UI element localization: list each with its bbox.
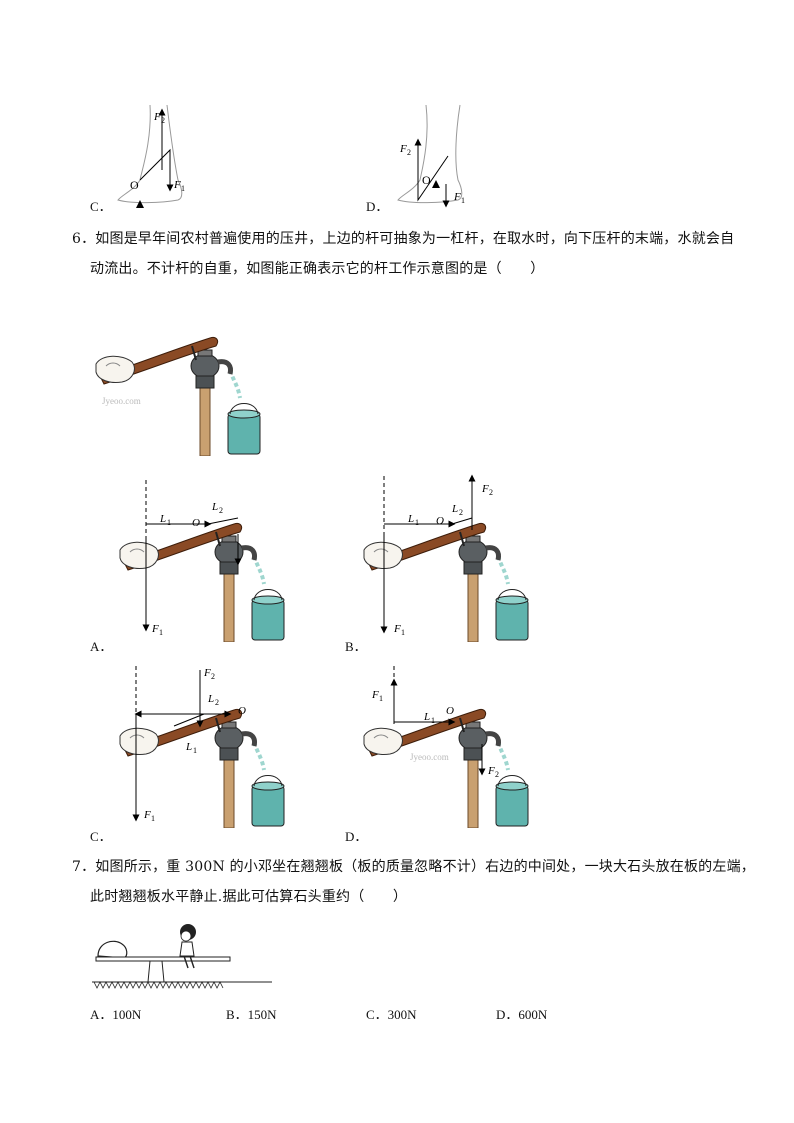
svg-text:L: L [211, 501, 218, 513]
q5-diagram-d: F 2 F 1 O [397, 104, 465, 208]
svg-text:F: F [173, 179, 181, 191]
svg-text:L: L [407, 513, 414, 525]
svg-text:2: 2 [211, 672, 215, 681]
svg-text:1: 1 [193, 746, 197, 755]
svg-text:2: 2 [407, 148, 411, 157]
svg-text:1: 1 [159, 628, 163, 637]
svg-text:1: 1 [151, 814, 155, 823]
svg-text:L: L [451, 503, 458, 515]
svg-text:Jyeoo.com: Jyeoo.com [102, 396, 141, 406]
q6-option-d[interactable]: D． [345, 829, 368, 844]
svg-text:1: 1 [379, 694, 383, 703]
q6-main-pump-image: Jyeoo.com [92, 324, 272, 458]
svg-text:F: F [371, 689, 379, 701]
seesaw-board [95, 956, 231, 962]
svg-text:F: F [151, 623, 159, 635]
svg-text:L: L [159, 513, 166, 525]
svg-text:F: F [487, 765, 495, 777]
fulcrum-triangle [432, 180, 440, 188]
svg-text:1: 1 [167, 518, 171, 527]
svg-text:F: F [203, 667, 211, 679]
svg-text:2: 2 [489, 488, 493, 497]
q7-option-d[interactable]: D．600N [496, 1007, 548, 1022]
svg-text:2: 2 [495, 770, 499, 779]
svg-text:2: 2 [161, 116, 165, 125]
svg-text:F: F [393, 623, 401, 635]
q6-stem-line1: 6．如图是早年间农村普遍使用的压井，上边的杆可抽象为一杠杆，在取水时，向下压杆的… [72, 231, 735, 247]
svg-text:F: F [481, 483, 489, 495]
q6-stem-line2: 动流出。不计杆的自重，如图能正确表示它的杆工作示意图的是（ ） [90, 261, 545, 277]
stone [97, 940, 128, 959]
q5-option-d[interactable]: D． [366, 199, 389, 214]
svg-text:O: O [238, 705, 246, 717]
q6-option-a[interactable]: A． [90, 639, 113, 654]
foot-outline [397, 104, 463, 204]
svg-text:F: F [153, 111, 161, 123]
q7-stem-line1: 7．如图所示，重 300N 的小邓坐在翘翘板（板的质量忽略不计）右边的中间处，一… [72, 859, 755, 875]
q7-seesaw-image [92, 924, 272, 989]
svg-text:F: F [399, 143, 407, 155]
svg-text:L: L [185, 741, 192, 753]
svg-text:1: 1 [431, 716, 435, 725]
foot-outline [117, 104, 183, 204]
svg-text:1: 1 [415, 518, 419, 527]
q6-option-b[interactable]: B． [345, 639, 367, 654]
svg-text:F: F [453, 191, 461, 203]
svg-text:L: L [207, 693, 214, 705]
q5-option-c[interactable]: C． [90, 199, 112, 214]
svg-text:1: 1 [181, 184, 185, 193]
q7-option-b[interactable]: B．150N [226, 1007, 277, 1022]
svg-text:F: F [143, 809, 151, 821]
svg-text:O: O [192, 517, 200, 529]
svg-text:L: L [423, 711, 430, 723]
svg-text:Jyeoo.com: Jyeoo.com [410, 752, 449, 762]
q7-option-a[interactable]: A．100N [90, 1007, 142, 1022]
q5-diagram-c: F 2 F 1 O [117, 104, 185, 208]
svg-text:2: 2 [215, 698, 219, 707]
svg-text:O: O [422, 173, 431, 187]
svg-text:1: 1 [461, 196, 465, 205]
svg-text:O: O [130, 178, 139, 192]
svg-text:1: 1 [401, 628, 405, 637]
q7-stem-line2: 此时翘翘板水平静止.据此可估算石头重约（ ） [90, 889, 408, 905]
svg-text:O: O [436, 515, 444, 527]
seesaw-pivot [147, 960, 165, 983]
q7-option-c[interactable]: C．300N [366, 1007, 417, 1022]
fulcrum-triangle [136, 200, 144, 208]
svg-text:O: O [446, 705, 454, 717]
svg-text:2: 2 [459, 508, 463, 517]
svg-text:2: 2 [219, 506, 223, 515]
q6-option-c[interactable]: C． [90, 829, 112, 844]
